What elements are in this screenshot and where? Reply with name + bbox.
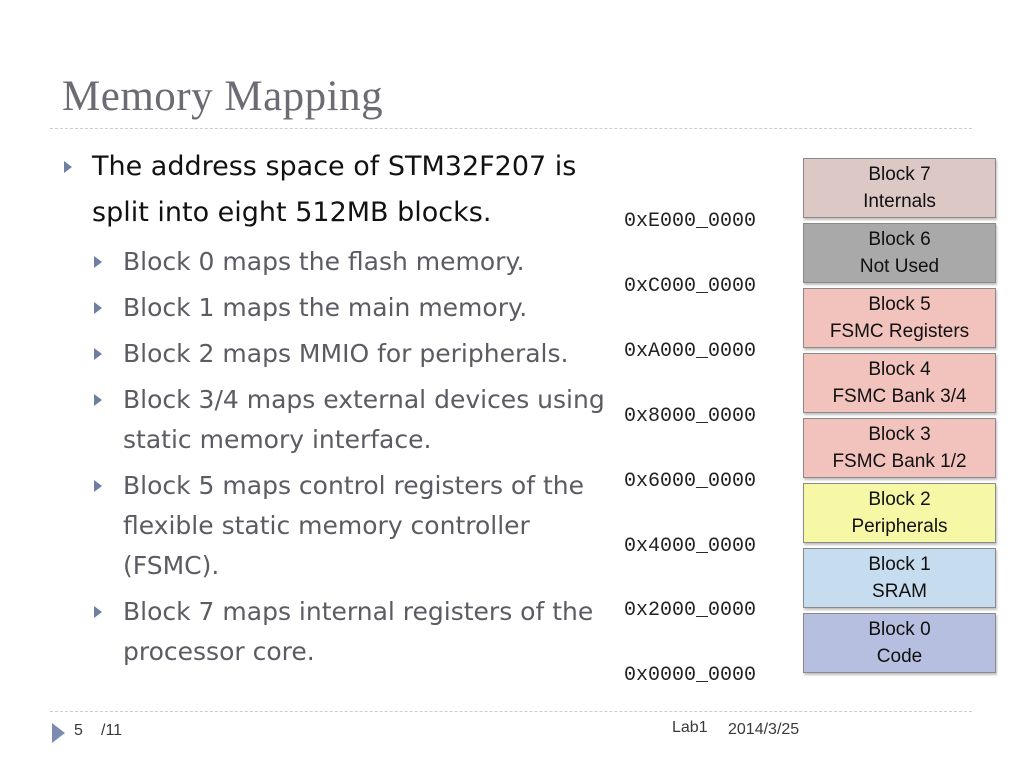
memory-block: Block 5 FSMC Registers [803,288,996,348]
block-name: Block 5 [868,294,931,315]
bullet-item: The address space of STM32F207 is split … [62,144,622,236]
block-label: Not Used [859,256,940,277]
block-label: FSMC Registers [829,321,970,342]
block-name: Block 6 [868,229,931,250]
slide-marker-icon [52,723,65,743]
block-name: Block 4 [868,359,931,380]
sub-bullet-text: Block 7 maps internal registers of the p… [123,597,594,666]
address-label: 0x4000_0000 [624,535,757,558]
bullet-text: The address space of STM32F207 is split … [92,151,577,228]
footer-divider [50,711,972,712]
bullet-arrow-icon [94,302,102,314]
block-label: Code [876,646,923,667]
bullet-arrow-icon [94,256,102,268]
memory-block: Block 6 Not Used [803,223,996,283]
address-label: 0x6000_0000 [624,470,757,493]
page-number: 5 [74,722,83,739]
sub-bullet-text: Block 0 maps the flash memory. [123,247,525,276]
block-label: FSMC Bank 1/2 [832,451,967,472]
block-label: Peripherals [851,516,948,537]
memory-block: Block 3 FSMC Bank 1/2 [803,418,996,478]
sub-bullet-text: Block 2 maps MMIO for peripherals. [123,339,569,368]
bullet-list: The address space of STM32F207 is split … [62,144,622,672]
sub-bullet-item: Block 3/4 maps external devices using st… [62,380,622,460]
block-name: Block 7 [868,164,931,185]
address-label: 0x2000_0000 [624,599,757,622]
address-label: 0x8000_0000 [624,405,757,428]
sub-bullet-text: Block 3/4 maps external devices using st… [123,385,605,454]
block-label: Internals [863,191,936,212]
address-label: 0xC000_0000 [624,275,757,298]
block-label: FSMC Bank 3/4 [832,386,967,407]
footer-lab: Lab1 [672,719,708,736]
sub-bullet-item: Block 2 maps MMIO for peripherals. [62,334,622,374]
sub-bullet-item: Block 7 maps internal registers of the p… [62,592,622,672]
block-name: Block 2 [868,489,931,510]
address-label: 0xE000_0000 [624,210,757,233]
title-divider [50,128,972,129]
memory-block: Block 1 SRAM [803,548,996,608]
bullet-arrow-icon [94,606,102,618]
bullet-arrow-icon [94,348,102,360]
block-name: Block 3 [868,424,931,445]
sub-bullet-item: Block 1 maps the main memory. [62,288,622,328]
address-label: 0x0000_0000 [624,664,757,687]
block-name: Block 1 [868,554,931,575]
bullet-arrow-icon [94,480,102,492]
memory-block: Block 2 Peripherals [803,483,996,543]
memory-block: Block 0 Code [803,613,996,673]
memory-block: Block 4 FSMC Bank 3/4 [803,353,996,413]
sub-bullet-item: Block 0 maps the flash memory. [62,242,622,282]
page-total: /11 [101,722,123,739]
block-label: SRAM [872,581,927,602]
memory-block: Block 7 Internals [803,158,996,218]
slide-title: Memory Mapping [62,73,384,120]
sub-bullet-item: Block 5 maps control registers of the fl… [62,466,622,586]
address-label: 0xA000_0000 [624,340,757,363]
bullet-arrow-icon [64,161,72,173]
sub-bullet-text: Block 1 maps the main memory. [123,293,528,322]
sub-bullet-text: Block 5 maps control registers of the fl… [123,471,584,580]
block-name: Block 0 [868,619,931,640]
memory-map-diagram: Block 7 Internals Block 6 Not Used Block… [803,158,996,678]
footer-date: 2014/3/25 [728,721,800,738]
bullet-arrow-icon [94,394,102,406]
